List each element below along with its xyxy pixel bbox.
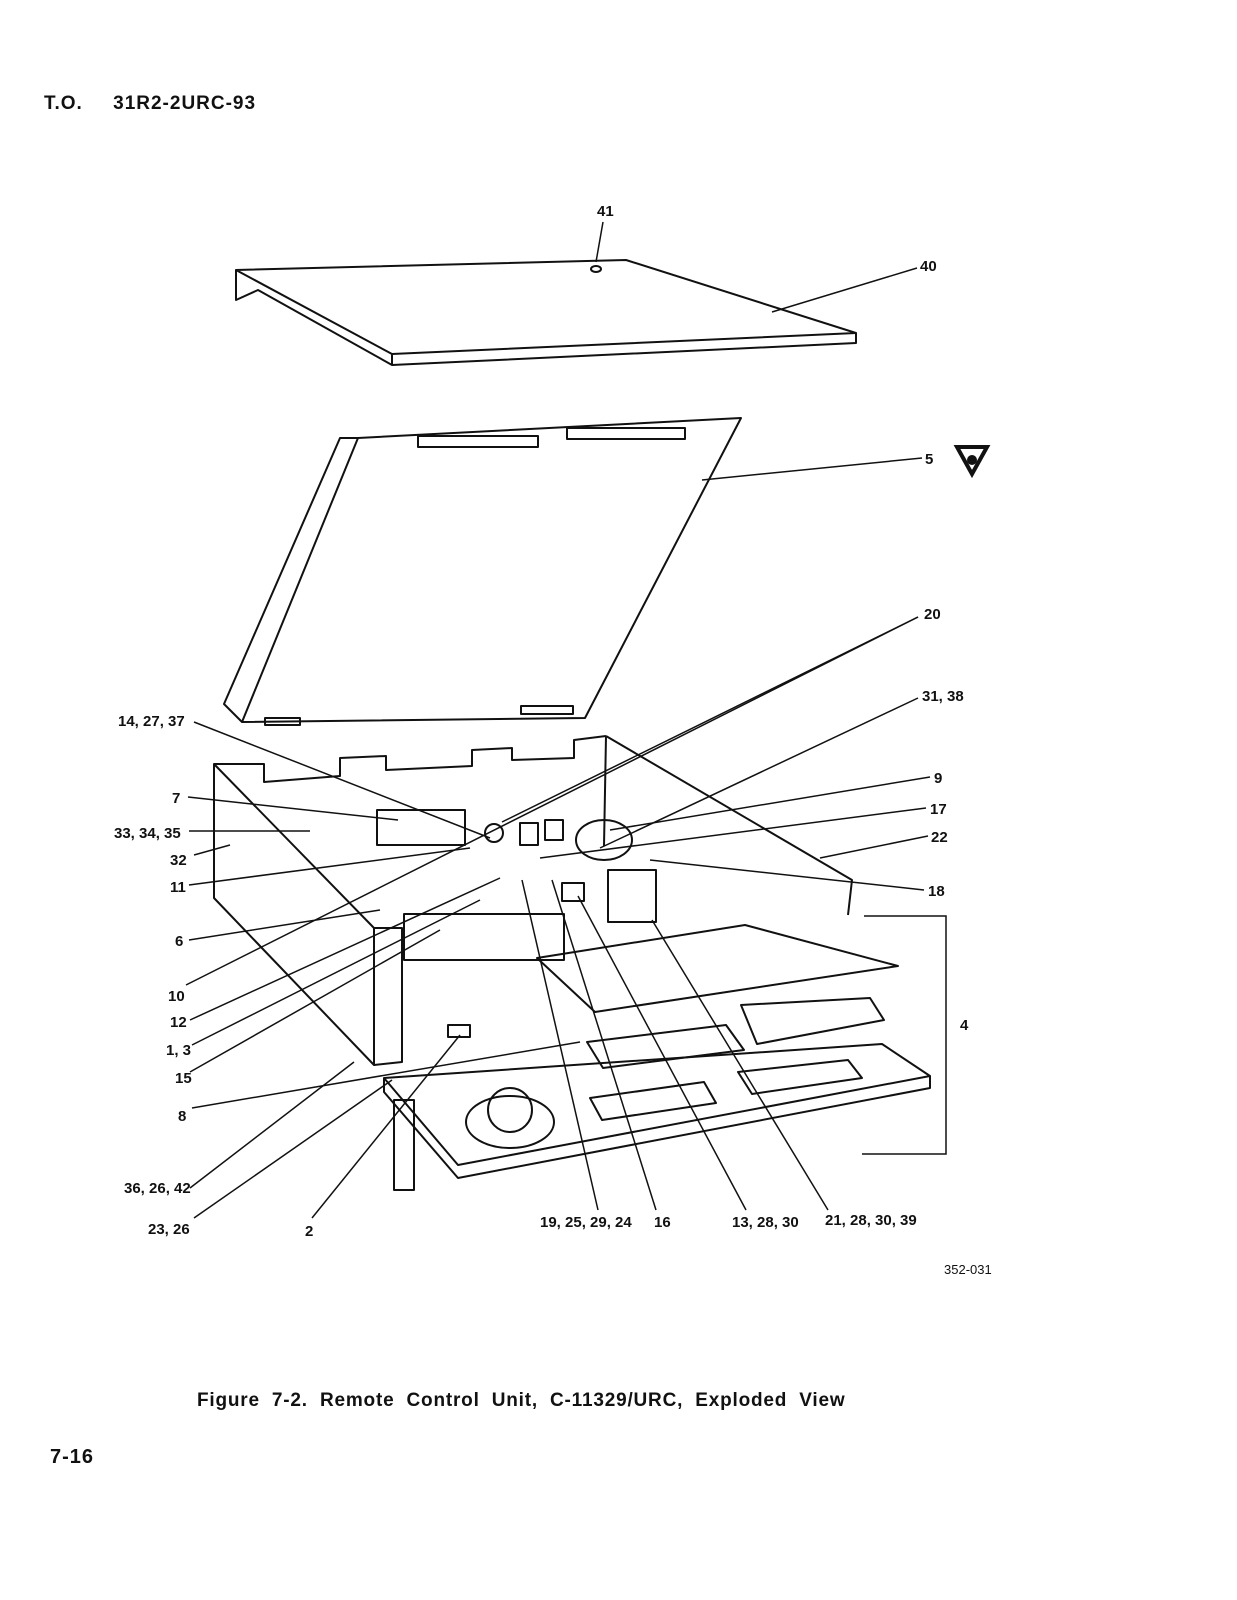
callout-label: 15 [175, 1070, 192, 1087]
chassis-enclosure [213, 735, 853, 1066]
callout-label: 19, 25, 29, 24 [540, 1214, 632, 1231]
callout-label: 9 [934, 770, 942, 787]
callout-label: 33, 34, 35 [114, 825, 181, 842]
callout-label: 4 [960, 1017, 969, 1034]
callout-label: 7 [172, 790, 180, 807]
callout-label: 13, 28, 30 [732, 1214, 799, 1231]
callout-label: 21, 28, 30, 39 [825, 1212, 917, 1229]
callout-label: 41 [597, 203, 614, 220]
callout-label: 32 [170, 852, 187, 869]
main-pcb [376, 809, 899, 1013]
leader-lines [185, 221, 947, 1219]
callout-label: 2 [305, 1223, 313, 1240]
callout-label: 31, 38 [922, 688, 964, 705]
callout-label: 22 [931, 829, 948, 846]
page-number: 7-16 [50, 1446, 95, 1468]
circuit-board-panel [223, 417, 742, 726]
callout-label: 23, 26 [148, 1221, 190, 1238]
callout-label: 11 [170, 879, 186, 896]
callout-label: 8 [178, 1108, 186, 1125]
esd-warning-icon [953, 445, 991, 479]
callout-label: 18 [928, 883, 945, 900]
front-panel-assembly [383, 997, 931, 1191]
header-document-number: 31R2-2URC-93 [113, 93, 257, 114]
figure-caption: Figure 7-2. Remote Control Unit, C-11329… [197, 1390, 846, 1411]
header-prefix: T.O. [44, 93, 83, 114]
callout-label: 14, 27, 37 [118, 713, 185, 730]
top-cover [235, 259, 857, 366]
callout-label: 20 [924, 606, 941, 623]
drawing-number: 352-031 [944, 1262, 992, 1277]
callout-label: 5 [925, 451, 933, 468]
callout-label: 10 [168, 988, 185, 1005]
callout-label: 40 [920, 258, 937, 275]
callout-labels: 41 40 5 20 31, 38 14, 27, 37 9 7 17 33, … [114, 203, 969, 1240]
callout-label: 17 [930, 801, 947, 818]
callout-label: 1, 3 [166, 1042, 191, 1059]
callout-label: 12 [170, 1014, 187, 1031]
callout-label: 16 [654, 1214, 671, 1231]
document-header: T.O. 31R2-2URC-93 [44, 93, 256, 115]
callout-label: 36, 26, 42 [124, 1180, 191, 1197]
callout-label: 6 [175, 933, 183, 950]
